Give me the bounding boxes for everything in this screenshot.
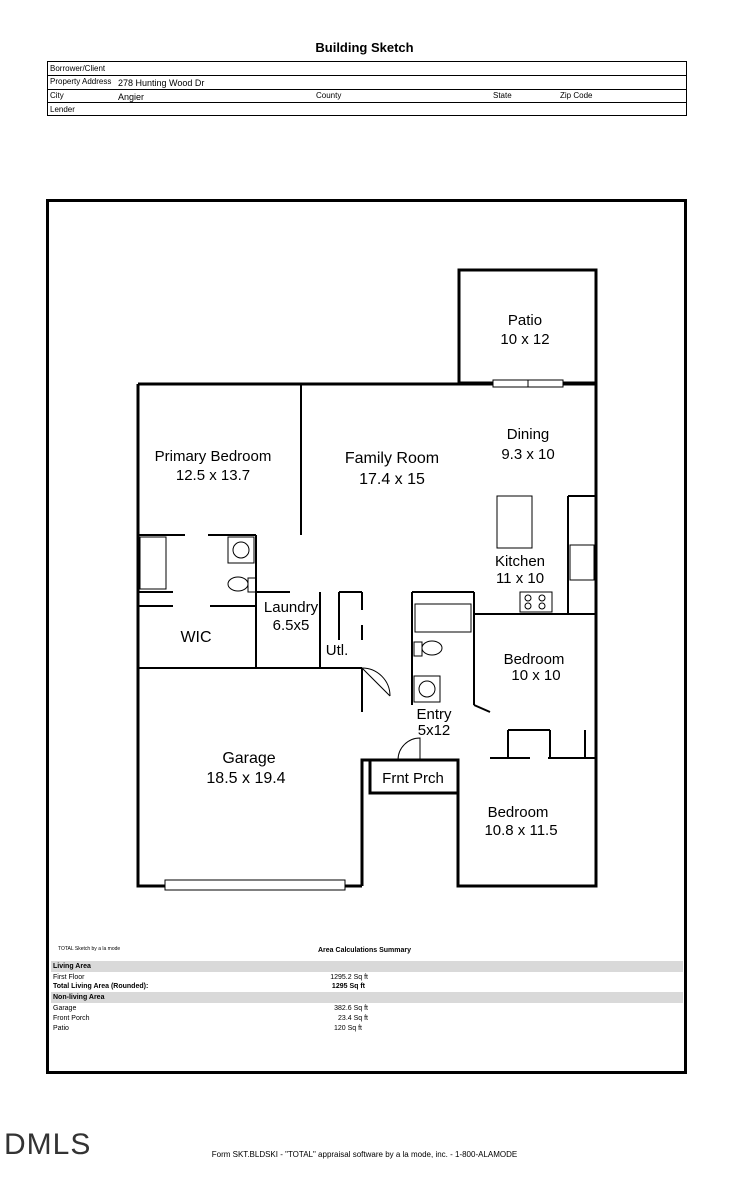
area-summary-title: Area Calculations Summary	[318, 947, 411, 954]
nonliving-area-band: Non-living Area	[51, 992, 683, 1003]
entry-size: 5x12	[418, 722, 451, 739]
laundry-size: 6.5x5	[273, 617, 310, 634]
kitchen-name: Kitchen	[495, 553, 545, 570]
bottom-right-wall	[360, 614, 598, 888]
patio-size: 10 x 12	[500, 331, 549, 348]
garage-door	[164, 879, 346, 891]
front-porch-outline	[368, 758, 460, 795]
doors-windows	[164, 379, 564, 891]
sketch-credit: TOTAL Sketch by a la mode	[58, 946, 121, 952]
kitchen-island	[496, 495, 533, 549]
porch-area-label: Front Porch	[53, 1015, 90, 1022]
primary-vanity	[227, 536, 255, 564]
utl-name: Utl.	[326, 642, 349, 659]
garage-area-label: Garage	[53, 1005, 77, 1012]
sketch-frame	[46, 199, 687, 1074]
kitchen-size: 11 x 10	[496, 570, 544, 587]
fixtures	[139, 495, 595, 761]
living-area-label: Living Area	[53, 963, 91, 970]
dining-name: Dining	[507, 426, 550, 443]
garage-door-swing	[361, 667, 391, 697]
entry-door-swing	[397, 737, 421, 761]
bedroom3-size: 10.8 x 11.5	[484, 822, 557, 839]
porch-area-value: 23.4 Sq ft	[338, 1015, 368, 1022]
garage-area-value: 382.6 Sq ft	[334, 1005, 368, 1012]
form-footer: Form SKT.BLDSKI - "TOTAL" appraisal soft…	[211, 1150, 518, 1159]
top-wall	[138, 382, 598, 614]
kitchen-sink	[569, 544, 595, 581]
total-living-value: 1295 Sq ft	[331, 983, 365, 990]
room-labels: Patio 10 x 12 Dining 9.3 x 10 Primary Be…	[155, 312, 565, 839]
lender-label: Lender	[50, 105, 75, 114]
dining-size: 9.3 x 10	[501, 446, 554, 463]
entry-name: Entry	[416, 706, 452, 723]
borrower-label: Borrower/Client	[50, 64, 106, 73]
garage-size: 18.5 x 19.4	[206, 770, 285, 787]
state-label: State	[493, 91, 512, 100]
bedroom2-name: Bedroom	[504, 651, 565, 668]
city-value: Angier	[118, 92, 145, 102]
address-value: 278 Hunting Wood Dr	[118, 78, 205, 88]
zip-label: Zip Code	[560, 91, 593, 100]
patio-name: Patio	[508, 312, 542, 329]
total-living-label: Total Living Area (Rounded):	[53, 983, 149, 990]
bedroom2-size: 10 x 10	[511, 667, 560, 684]
nonliving-area-label: Non-living Area	[53, 994, 105, 1001]
kitchen-range	[519, 591, 553, 613]
bathtub	[414, 603, 472, 633]
hall-toilet	[421, 640, 443, 656]
dmls-watermark-logo: DMLS	[4, 1128, 92, 1161]
front-porch-name: Frnt Prch	[382, 770, 444, 787]
primary-bedroom-name: Primary Bedroom	[155, 448, 272, 465]
page-title: Building Sketch	[315, 40, 414, 55]
bedroom3-name: Bedroom	[488, 804, 549, 821]
family-room-name: Family Room	[345, 450, 439, 467]
address-label: Property Address	[50, 77, 112, 86]
wic-name: WIC	[180, 629, 211, 646]
family-room-size: 17.4 x 15	[359, 471, 425, 488]
garage-name: Garage	[222, 750, 275, 767]
primary-bedroom-size: 12.5 x 13.7	[176, 467, 250, 484]
first-floor-value: 1295.2 Sq ft	[330, 974, 368, 981]
primary-toilet	[227, 576, 249, 592]
laundry-name: Laundry	[264, 599, 319, 616]
living-area-band: Living Area	[51, 961, 683, 972]
patio-area-value: 120 Sq ft	[333, 1025, 362, 1032]
property-header-table: Borrower/Client Property Address 278 Hun…	[47, 61, 687, 116]
city-label: City	[50, 91, 64, 100]
hall-vanity	[413, 675, 441, 703]
interior-walls	[138, 384, 596, 759]
patio-area-label: Patio	[53, 1025, 69, 1032]
first-floor-label: First Floor	[53, 974, 85, 981]
county-label: County	[316, 91, 342, 100]
primary-shower	[139, 536, 167, 590]
